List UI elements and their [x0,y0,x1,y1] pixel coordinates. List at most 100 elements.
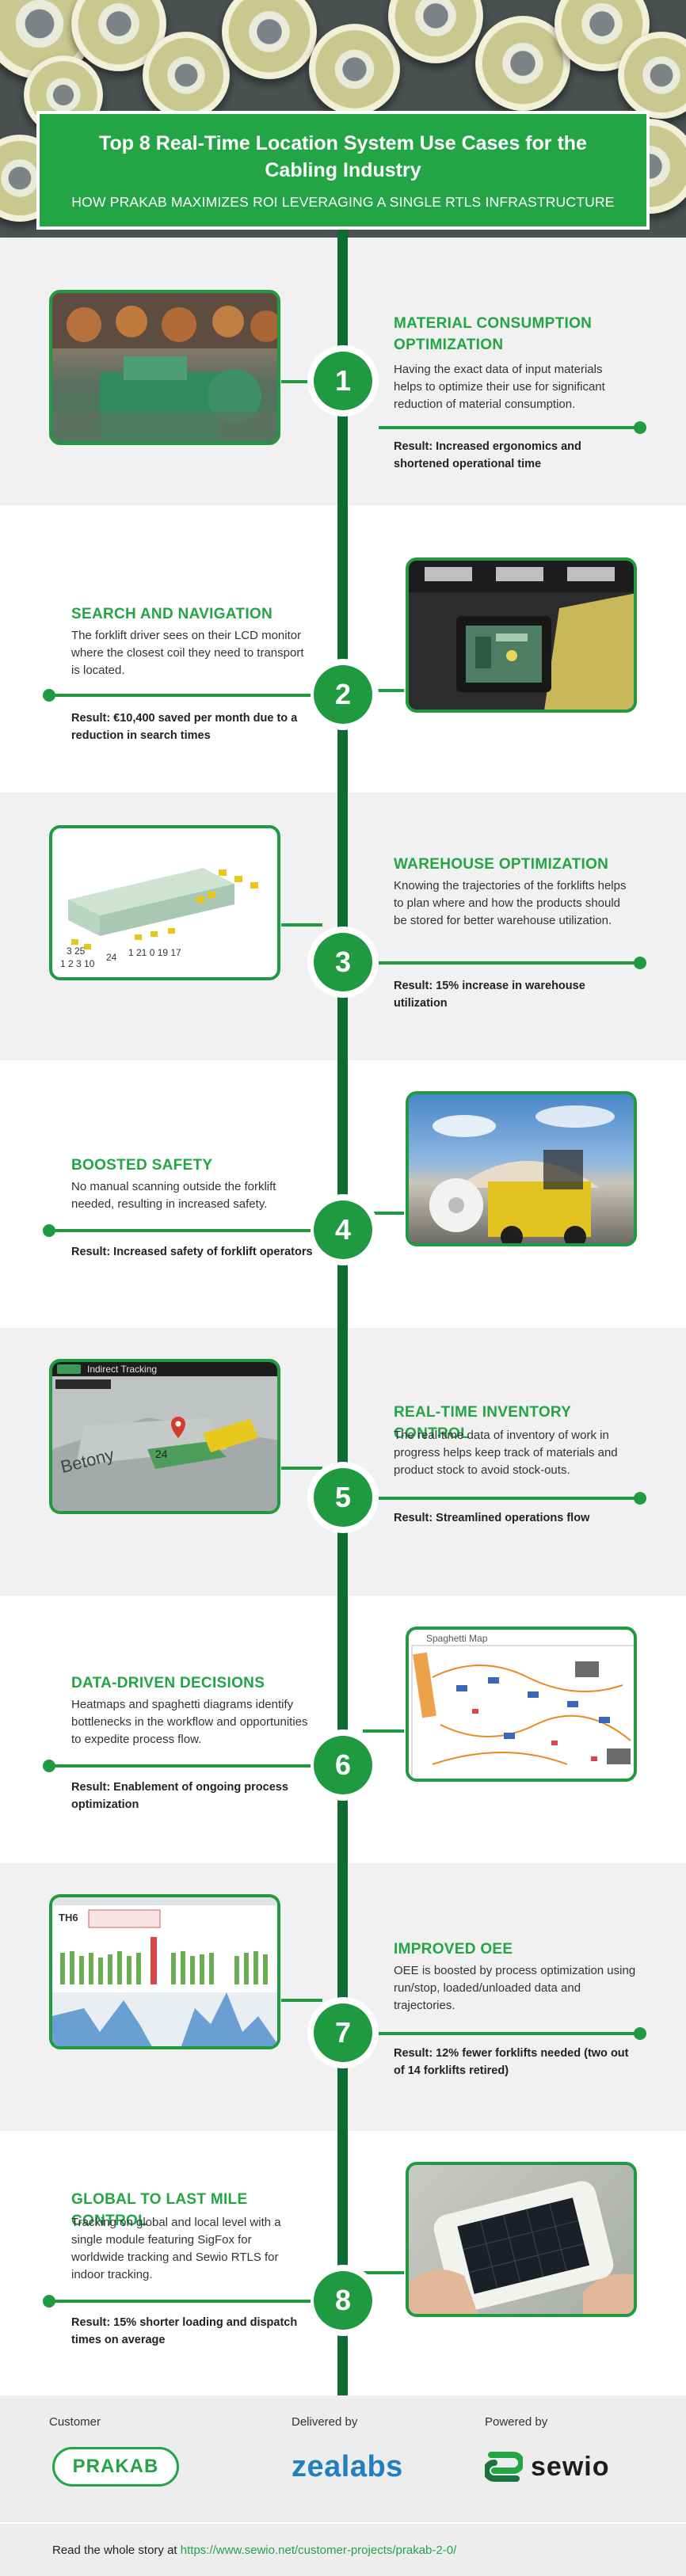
connector-dot [634,2027,646,2040]
use-case-title-1: MATERIAL CONSUMPTION OPTIMIZATION [394,315,593,353]
cable-spool-image [143,32,230,119]
step-number-6: 6 [314,1736,372,1794]
story-prefix: Read the whole story at [52,2544,177,2557]
use-case-description-8: Tracking on global and local level with … [71,2216,281,2281]
use-case-description-5: The real-time data of inventory of work … [394,1429,618,1477]
badge-ring-5: 5 [307,1462,379,1533]
use-case-result-6: Result: Enablement of ongoing process op… [71,1781,288,1811]
connector-line [363,2271,404,2274]
connector-line [281,380,322,383]
use-case-title-6: DATA-DRIVEN DECISIONS [71,1675,265,1691]
page-title: Top 8 Real-Time Location System Use Case… [99,132,587,181]
cable-spool-image [309,24,400,115]
connector-line [49,694,311,697]
step-number-3: 3 [314,933,372,991]
prakab-logo-text: PRAKAB [72,2456,159,2477]
map-label-24: 24 [155,1448,168,1460]
badge-ring-4: 4 [307,1194,379,1265]
screen-code: TH6 [59,1912,78,1923]
story-link[interactable]: https://www.sewio.net/customer-projects/… [180,2544,457,2557]
connector-line [49,2300,311,2303]
connector-dot [634,1492,646,1505]
indirect-tracking-screen: Indirect Tracking Betony 24 [49,1359,280,1514]
sewio-logo-text: sewio [531,2452,610,2482]
connector-line [363,1212,404,1215]
use-case-description-7: OEE is boosted by process optimization u… [394,1964,636,2012]
use-case-result-2: Result: €10,400 saved per month due to a… [71,712,298,742]
connector-dot [43,689,55,702]
connector-line [281,1467,322,1470]
connector-line [49,1764,311,1767]
step-number-7: 7 [314,2003,372,2062]
cable-spool-image [388,0,483,63]
map-label: 1 21 0 19 17 [128,947,181,958]
use-case-description-6: Heatmaps and spaghetti diagrams identify… [71,1698,308,1746]
cable-spool-image [222,0,317,79]
cable-spool-image [618,32,686,119]
factory-machine-photo [49,290,280,445]
oee-dashboard-screen: TH6 [49,1894,280,2049]
screen-title: Spaghetti Map [426,1633,488,1644]
sewio-mark-icon [485,2452,523,2482]
customer-label: Customer [49,2415,101,2429]
step-number-4: 4 [314,1200,372,1259]
use-case-description-2: The forklift driver sees on their LCD mo… [71,629,304,677]
use-case-title-5: REAL-TIME INVENTORY CONTROL [394,1404,571,1442]
badge-ring-1: 1 [307,345,379,417]
connector-line [379,961,640,965]
warehouse-3d-view: 3 25 1 2 3 10 24 1 21 0 19 17 [49,825,280,980]
step-number-2: 2 [314,665,372,724]
use-case-description-4: No manual scanning outside the forklift … [71,1180,276,1211]
powered-by-label: Powered by [485,2415,548,2429]
step-number-5: 5 [314,1468,372,1527]
badge-ring-7: 7 [307,1997,379,2068]
connector-dot [43,1760,55,1772]
connector-line [363,1729,404,1733]
connector-line [379,426,640,429]
screen-title: Indirect Tracking [87,1364,158,1375]
badge-ring-2: 2 [307,659,379,730]
use-case-title-2: SEARCH AND NAVIGATION [71,606,273,622]
map-label: 24 [106,952,117,963]
spaghetti-map-screen: Spaghetti Map [406,1627,637,1782]
badge-ring-6: 6 [307,1729,379,1801]
use-case-title-3: WAREHOUSE OPTIMIZATION [394,856,609,873]
connector-line [281,1999,322,2002]
hero-banner: Top 8 Real-Time Location System Use Case… [0,0,686,238]
use-case-title-4: BOOSTED SAFETY [71,1157,213,1174]
footer-divider [0,2522,686,2524]
use-case-result-1: Result: Increased ergonomics and shorten… [394,440,581,470]
use-case-title-8: GLOBAL TO LAST MILE CONTROL [71,2191,248,2229]
screen-titlebar: Indirect Tracking [52,1362,277,1376]
map-label: 1 2 3 10 [60,958,95,969]
connector-line [49,1229,311,1232]
forklift-outdoor-photo [406,1091,637,1246]
step-number-1: 1 [314,352,372,410]
connector-line [363,689,404,692]
badge-ring-3: 3 [307,927,379,998]
connector-dot [634,421,646,434]
use-case-result-3: Result: 15% increase in warehouse utiliz… [394,980,585,1010]
connector-line [379,1497,640,1500]
step-number-8: 8 [314,2271,372,2330]
use-case-result-7: Result: 12% fewer forklifts needed (two … [394,2047,629,2077]
use-case-result-5: Result: Streamlined operations flow [394,1512,590,1524]
use-case-title-7: IMPROVED OEE [394,1941,513,1958]
connector-line [281,923,322,927]
connector-dot [634,957,646,969]
use-case-description-3: Knowing the trajectories of the forklift… [394,879,627,927]
timeline-spine [337,230,348,2415]
connector-dot [43,1224,55,1237]
title-box: Top 8 Real-Time Location System Use Case… [36,111,650,230]
zealabs-logo[interactable]: zealabs [292,2450,403,2483]
sewio-logo[interactable]: sewio [485,2449,643,2485]
forklift-monitor-photo [406,557,637,713]
use-case-description-1: Having the exact data of input materials… [394,363,605,411]
story-line: Read the whole story at https://www.sewi… [52,2544,456,2557]
map-label: 3 25 [67,946,86,957]
page-subtitle: HOW PRAKAB MAXIMIZES ROI LEVERAGING A SI… [71,194,615,210]
connector-dot [43,2295,55,2308]
prakab-logo[interactable]: PRAKAB [52,2447,179,2487]
delivered-by-label: Delivered by [292,2415,358,2429]
